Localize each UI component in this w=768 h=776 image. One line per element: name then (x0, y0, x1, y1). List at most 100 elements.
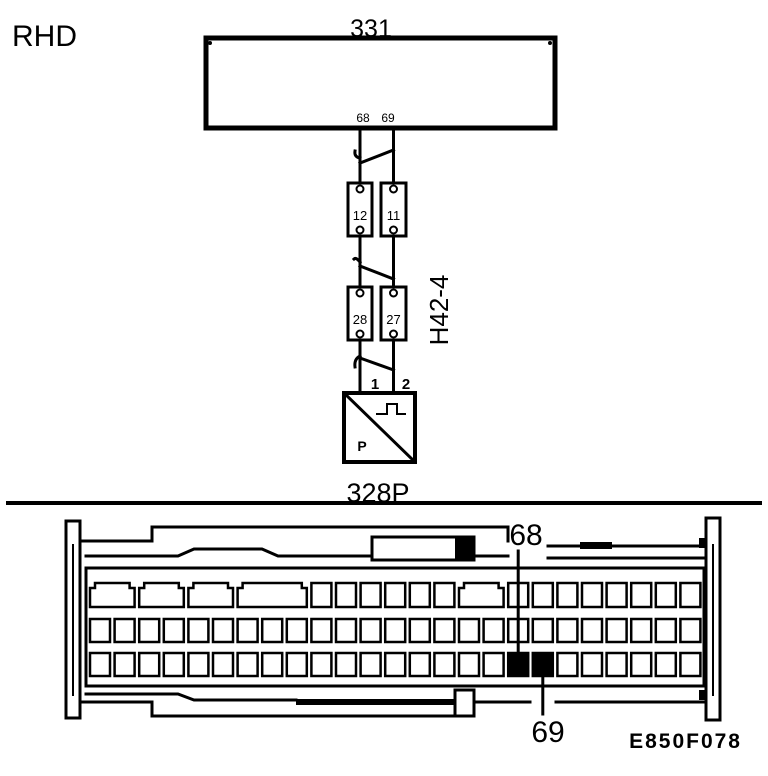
connector-cavity (605, 651, 628, 678)
connector-cavity (383, 581, 407, 609)
connector-cavity-large (457, 581, 505, 609)
connector-cavity (556, 617, 579, 644)
terminal-circle (389, 225, 398, 235)
housing-top-outer (78, 525, 510, 543)
figure-code: E850F078 (629, 730, 742, 753)
connector-cavity (433, 651, 456, 678)
connector-lower-block: 28 27 (346, 285, 408, 342)
housing-bottom-rib (296, 699, 455, 705)
connector-cavity (113, 651, 136, 678)
sensor-symbol: P (357, 438, 366, 454)
connector-cavity-grid (88, 581, 702, 678)
terminal-circle (355, 184, 365, 194)
connector-cavity-large (187, 581, 235, 609)
callout-label-bottom: 69 (531, 716, 564, 749)
pin-cavity-frame (84, 566, 706, 688)
connector-cavity (629, 651, 653, 678)
connector-cavity (88, 651, 112, 678)
sensor-diagonal (341, 390, 418, 465)
connector-cavity (408, 581, 432, 609)
control-module: 331 68 69 (203, 15, 558, 131)
right-latch (699, 538, 706, 548)
right-latch (699, 690, 706, 700)
connector-cavity (482, 617, 505, 644)
connector-cavity (605, 581, 628, 609)
connector-cavity (629, 581, 653, 609)
left-flange (64, 519, 82, 720)
housing-bottom-outer (78, 700, 532, 718)
connector-cavity (137, 617, 161, 644)
locking-lever-tab (455, 537, 474, 560)
connector-cavity (285, 617, 309, 644)
connector-cavity (556, 651, 579, 678)
terminal-circle (389, 288, 398, 298)
connector-cavity (334, 581, 358, 609)
connector-cavity (236, 617, 259, 644)
variant-label: RHD (12, 20, 77, 53)
connector-cavity (334, 617, 358, 644)
connector-cavity (605, 617, 628, 644)
connector-cavity-right (379, 181, 408, 238)
connector-cavity (359, 581, 382, 609)
twisted-pair-hook (353, 353, 363, 369)
cavity-number-left: 28 (353, 312, 367, 327)
twisted-pair-hook (351, 256, 363, 265)
connector-cavity (408, 617, 432, 644)
connector-cavity (260, 617, 284, 644)
terminal-circle (355, 329, 365, 339)
connector-cavity (359, 617, 382, 644)
connector-cavity-left (346, 285, 374, 342)
connector-cavity (457, 617, 481, 644)
connector-cavity (383, 617, 407, 644)
connector-cavity (679, 617, 702, 644)
cavity-number-right: 11 (387, 208, 401, 223)
terminal-circle (389, 184, 398, 194)
connector-cavity (236, 651, 259, 678)
control-module-box (203, 35, 558, 131)
connector-cavity-right (379, 285, 408, 342)
connector-cavity-large (236, 581, 309, 609)
terminal-circle (389, 329, 398, 339)
corner-mark (548, 41, 552, 45)
sensor: 1 2 P (341, 376, 418, 465)
connector-cavity-left (346, 181, 374, 238)
connector-cavity (654, 581, 678, 609)
connector-cavity (556, 581, 579, 609)
connector-cavity (359, 651, 382, 678)
sensor-pin-label-2: 2 (402, 376, 410, 393)
connector-cavity (580, 617, 604, 644)
terminal-circle (355, 288, 365, 298)
connector-cavity (531, 581, 555, 609)
square-wave-icon (376, 403, 406, 415)
callout-label-top: 68 (509, 519, 542, 552)
connector-cavity (457, 651, 481, 678)
connector-cavity (654, 651, 678, 678)
twisted-pair-symbol (358, 148, 396, 165)
connector-face-view: 68 69 (64, 516, 722, 749)
twisted-pair-hook (353, 149, 362, 160)
terminal-circle (355, 225, 365, 235)
housing-bottom-inner (84, 692, 298, 702)
connector-cavity-large (137, 581, 186, 609)
wire-harness (351, 126, 396, 395)
connector-cavity (580, 581, 604, 609)
connector-cavity (310, 651, 333, 678)
connector-cavity (211, 651, 235, 678)
connector-cavity (580, 651, 604, 678)
sensor-pin-label-1: 1 (371, 376, 379, 393)
connector-cavity (482, 651, 505, 678)
connector-cavity (654, 617, 678, 644)
connector-cavity (679, 581, 702, 609)
connector-cavity (162, 617, 186, 644)
connector-cavity (113, 617, 136, 644)
sensor-label: 328P (346, 478, 409, 508)
corner-mark (208, 41, 212, 45)
connector-label: H42-4 (424, 275, 454, 346)
housing-top-rib (580, 542, 612, 549)
connector-cavity (162, 651, 186, 678)
connector-cavity (433, 581, 456, 609)
connector-cavity (310, 581, 333, 609)
right-flange (704, 516, 722, 722)
connector-cavity (531, 617, 555, 644)
